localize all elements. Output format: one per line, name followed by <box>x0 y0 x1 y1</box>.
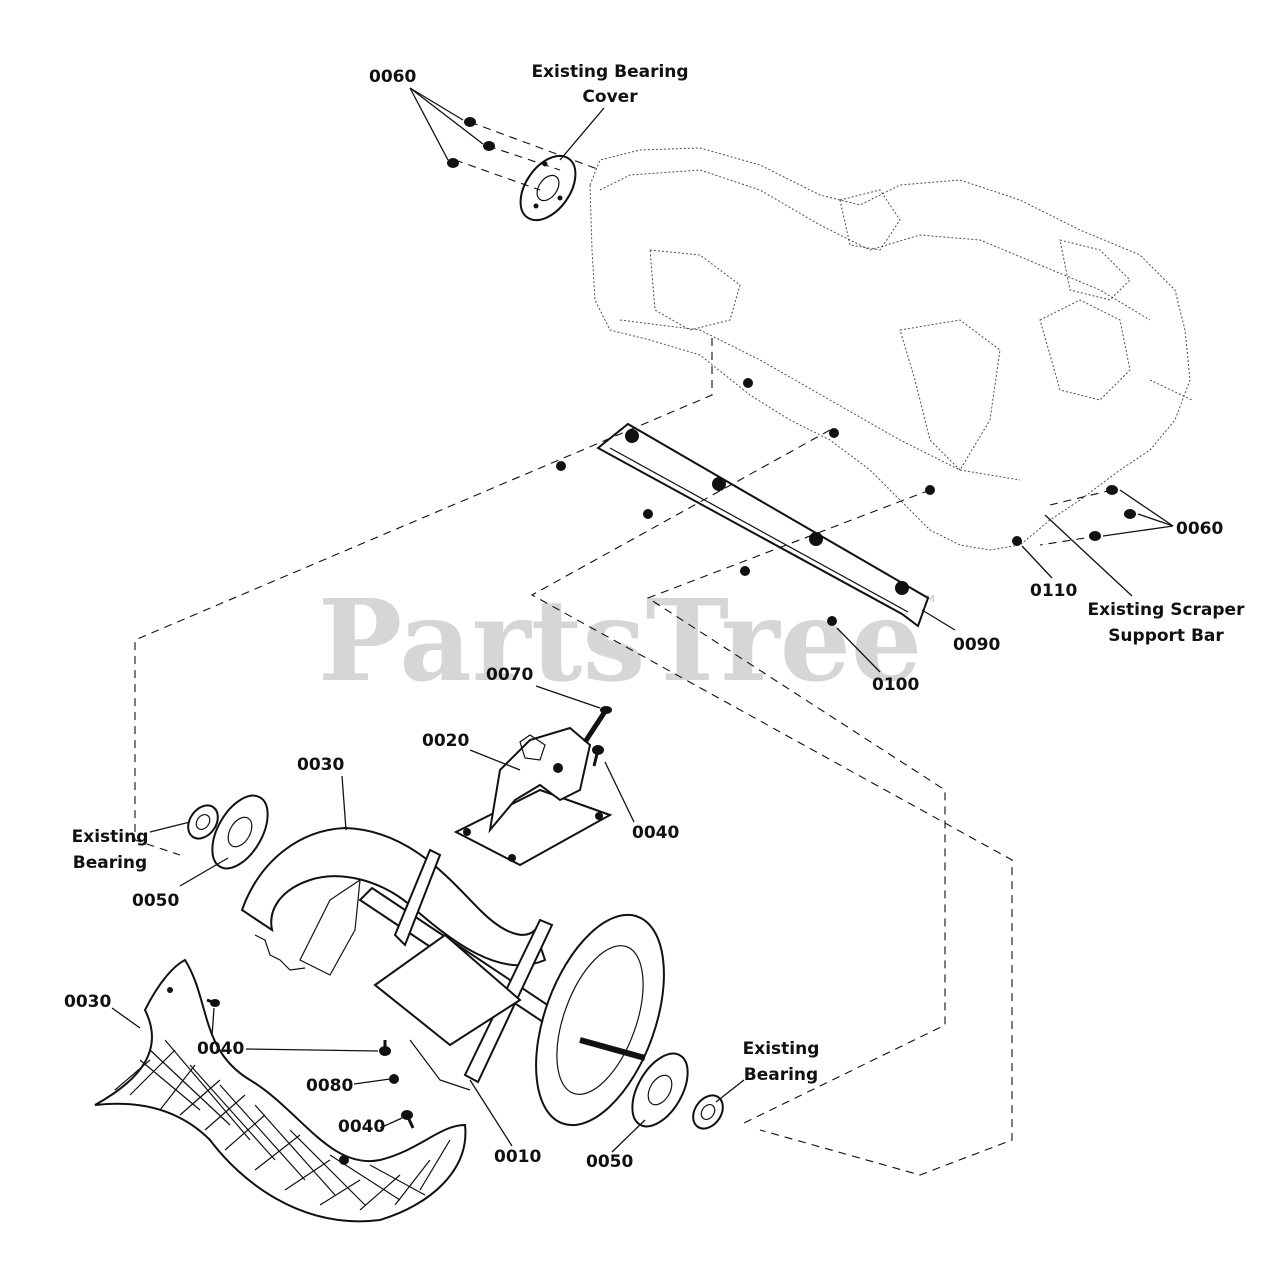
scraper-bar-0090 <box>596 422 930 628</box>
label-0050-left: 0050 <box>132 891 179 911</box>
nuts-0100 <box>556 378 1022 626</box>
label-0050-right: 0050 <box>586 1152 633 1172</box>
label-0070: 0070 <box>486 665 533 685</box>
bearing-right <box>692 1094 724 1130</box>
bolt-0040-lower-left <box>206 998 220 1007</box>
label-0040-lower-right: 0040 <box>338 1117 385 1137</box>
assembly-lines <box>134 121 1113 1176</box>
pin-0070 <box>582 706 612 744</box>
label-0020: 0020 <box>422 731 469 751</box>
label-scraper-line2: Support Bar <box>1108 626 1224 646</box>
label-0090: 0090 <box>953 635 1000 655</box>
label-0010: 0010 <box>494 1147 541 1167</box>
bearing-left <box>187 804 219 840</box>
bracket-0020 <box>453 726 613 867</box>
bolt-0040-lower-right <box>401 1110 415 1129</box>
bolt-0040-center <box>379 1040 391 1056</box>
label-0110: 0110 <box>1030 581 1077 601</box>
label-0100: 0100 <box>872 675 919 695</box>
existing-bearing-cover <box>519 154 577 222</box>
label-0040-lower-left: 0040 <box>197 1039 244 1059</box>
label-bearing-right-line2: Bearing <box>744 1065 818 1085</box>
label-0030-lower: 0030 <box>64 992 111 1012</box>
screws-0060-top <box>447 117 495 168</box>
leader-lines <box>111 87 1174 1153</box>
label-bearing-right-line1: Existing <box>743 1039 820 1059</box>
label-0080: 0080 <box>306 1076 353 1096</box>
auger-housing <box>589 147 1193 551</box>
label-scraper-line1: Existing Scraper <box>1088 600 1246 620</box>
label-bearing-cover-line2: Cover <box>582 87 638 107</box>
nut-0080 <box>389 1074 399 1084</box>
bolt-0040-bracket <box>592 745 604 767</box>
label-bearing-left-line1: Existing <box>72 827 149 847</box>
watermark: PartsTree <box>318 576 922 707</box>
label-0030-upper: 0030 <box>297 755 344 775</box>
label-bearing-cover-line1: Existing Bearing <box>531 62 688 82</box>
callout-labels: 0060 Existing Bearing Cover 0060 0110 Ex… <box>64 62 1245 1172</box>
auger-shaft-0010 <box>299 848 665 1127</box>
auger-flight-0030-lower <box>94 958 467 1223</box>
label-0040-bracket: 0040 <box>632 823 679 843</box>
bearing-flange-0050-left <box>211 794 269 870</box>
label-0060-top: 0060 <box>369 67 416 87</box>
label-bearing-left-line2: Bearing <box>73 853 147 873</box>
label-0060-right: 0060 <box>1176 519 1223 539</box>
screws-0060-right <box>1089 485 1136 541</box>
